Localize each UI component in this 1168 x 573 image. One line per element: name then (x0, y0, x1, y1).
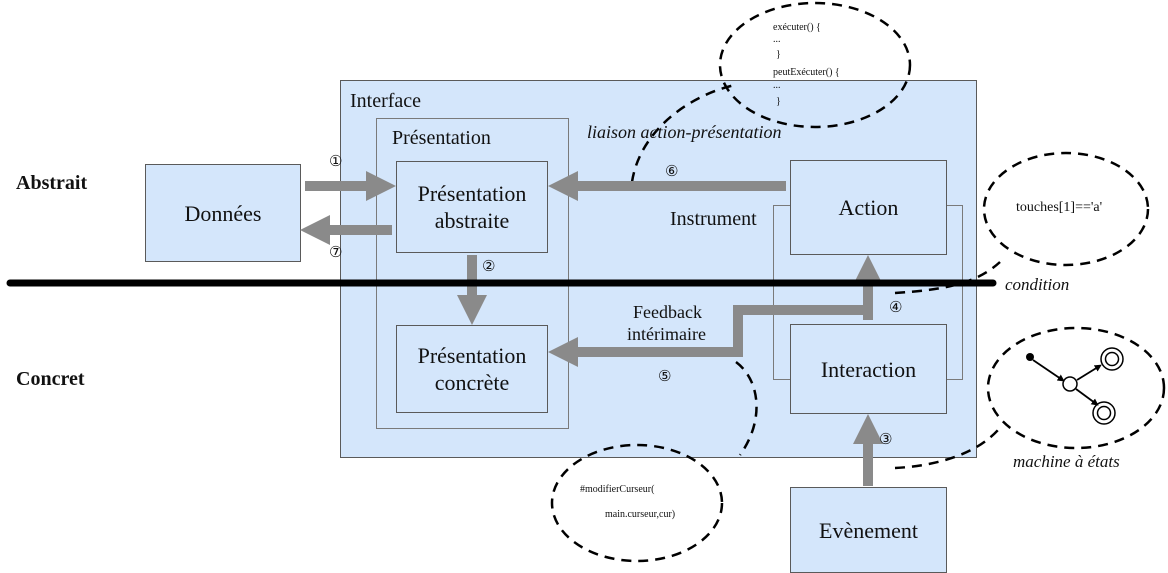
exec-code-line1: exécuter() { (773, 22, 821, 33)
marker-1: ① (329, 152, 343, 170)
condition-caption: condition (1005, 275, 1070, 294)
exec-code-line6: } (776, 96, 781, 107)
evenement-box: Evènement (790, 487, 947, 573)
condition-code: touches[1]=='a' (1016, 200, 1103, 215)
exec-callout-ellipse (718, 1, 912, 129)
marker-6: ⑥ (665, 162, 679, 180)
feedback-label-line1: Feedback (633, 302, 702, 322)
condition-leader (894, 261, 1001, 295)
marker-7: ⑦ (329, 243, 343, 261)
liaison-leader (630, 83, 736, 183)
action-box: Action (790, 160, 947, 255)
exec-code-line5: ... (773, 80, 781, 91)
presentation-abstraite-box: Présentation abstraite (396, 161, 548, 253)
presentation-label: Présentation (392, 127, 491, 149)
level-abstrait-label: Abstrait (16, 172, 88, 194)
machine-caption: machine à états (1013, 452, 1120, 471)
arrow-5-feedback-to-concrete (548, 305, 868, 367)
marker-5: ⑤ (658, 367, 672, 385)
donnees-box: Données (145, 164, 301, 262)
interface-label: Interface (350, 90, 422, 112)
marker-4: ④ (889, 298, 903, 316)
exec-code-line4: peutExécuter() { (773, 67, 840, 78)
state-machine-leader (894, 429, 999, 470)
interaction-box: Interaction (790, 324, 947, 414)
instrument-label: Instrument (670, 208, 757, 230)
presentation-frame (376, 118, 569, 429)
state-machine-ellipse (986, 326, 1166, 450)
feedback-label-line2: intérimaire (627, 324, 706, 344)
liaison-caption: liaison action-présentation (587, 122, 782, 142)
cursor-code-line1: #modifierCurseur( (580, 484, 655, 495)
cursor-code-line2: main.curseur,cur) (605, 509, 676, 520)
level-concret-label: Concret (16, 368, 85, 390)
condition-callout-ellipse (982, 151, 1150, 267)
marker-2: ② (482, 257, 496, 275)
presentation-concrete-box: Présentation concrète (396, 325, 548, 413)
exec-code-line3: } (776, 49, 781, 60)
state-machine-icon (1026, 347, 1124, 425)
marker-3: ③ (879, 430, 893, 448)
cursor-callout-ellipse (550, 443, 724, 563)
cursor-leader (735, 361, 758, 456)
exec-code-line2: ... (773, 34, 781, 45)
